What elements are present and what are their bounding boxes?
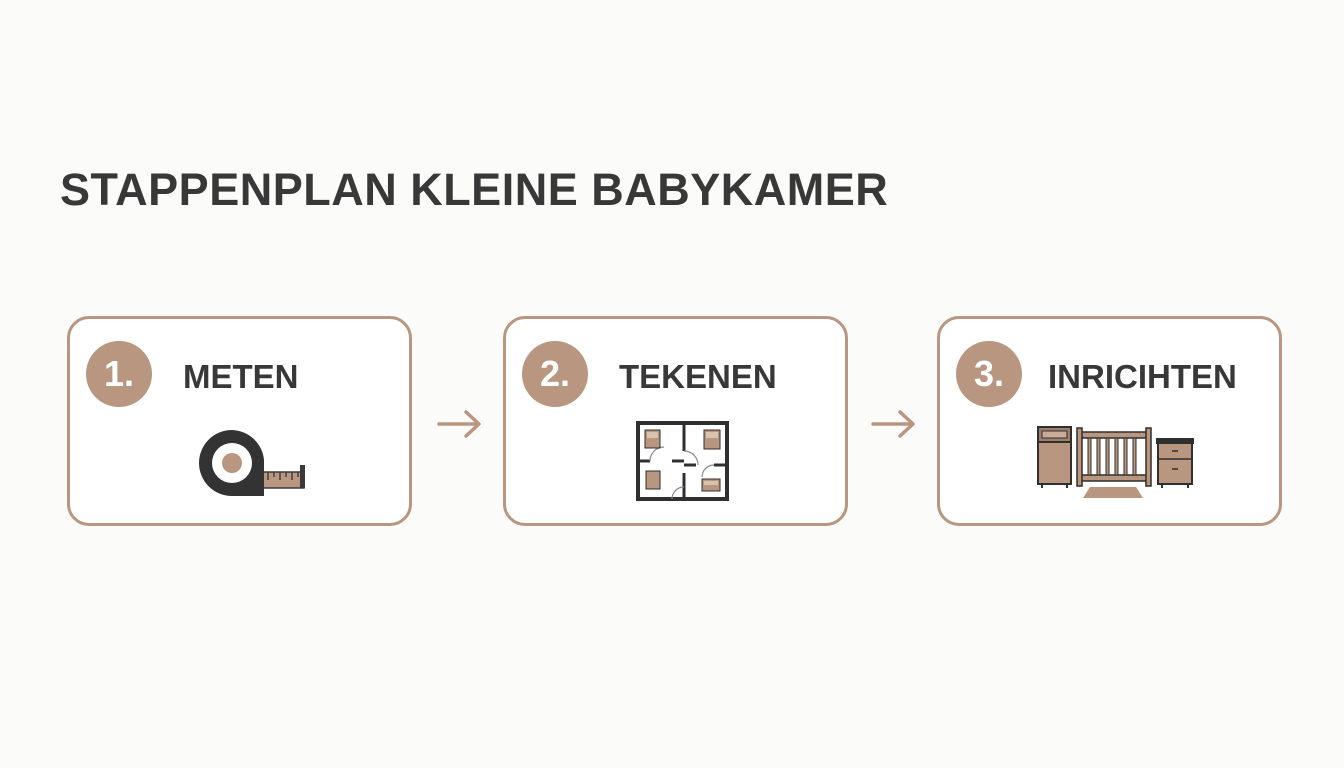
step-card-tekenen: 2. TEKENEN	[503, 316, 848, 526]
step-number-badge: 3.	[956, 341, 1022, 407]
arrow-right-icon	[871, 410, 915, 438]
step-label: INRICIHTEN	[1048, 358, 1237, 395]
arrow-right-icon	[437, 410, 481, 438]
step-card-inrichten: 3. INRICIHTEN	[937, 316, 1282, 526]
floor-plan-icon	[636, 421, 729, 501]
step-label: METEN	[183, 358, 299, 395]
step-number-badge: 1.	[86, 341, 152, 407]
tape-measure-icon	[199, 430, 305, 496]
step-number-badge: 2.	[522, 341, 588, 407]
step-label: TEKENEN	[619, 358, 777, 395]
step-card-meten: 1. METEN	[67, 316, 412, 526]
nursery-furniture-icon	[1037, 426, 1194, 498]
page-title: STAPPENPLAN KLEINE BABYKAMER	[60, 164, 889, 215]
